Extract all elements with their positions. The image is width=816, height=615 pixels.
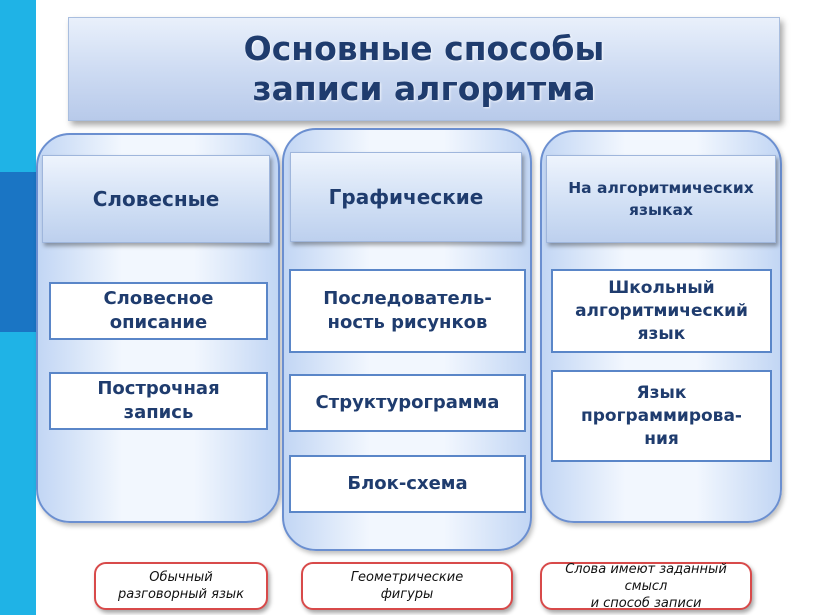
item-flowchart: Блок-схема xyxy=(289,455,526,513)
note-graphic: Геометрические фигуры xyxy=(301,562,513,610)
left-accent-strip-middle xyxy=(0,172,36,332)
item-school-algorithmic-language: Школьный алгоритмический язык xyxy=(551,269,772,353)
item-programming-language: Язык программирова- ния xyxy=(551,370,772,462)
note-algorithmic-languages: Слова имеют заданный смысл и способ запи… xyxy=(540,562,752,611)
column-heading-verbal: Словесные xyxy=(42,155,270,243)
item-verbal-description: Словесное описание xyxy=(49,282,268,340)
item-structogram: Структурограмма xyxy=(289,374,526,432)
title-banner: Основные способы записи алгоритма xyxy=(68,17,780,121)
item-picture-sequence: Последователь- ность рисунков xyxy=(289,269,526,353)
item-line-by-line-notation: Построчная запись xyxy=(49,372,268,430)
column-heading-graphic: Графические xyxy=(290,152,522,242)
page-title: Основные способы записи алгоритма xyxy=(243,29,605,108)
left-accent-strip-bottom xyxy=(0,332,36,615)
note-verbal: Обычный разговорный язык xyxy=(94,562,268,610)
left-accent-strip-top xyxy=(0,0,36,172)
column-heading-algorithmic-languages: На алгоритмических языках xyxy=(546,155,776,243)
